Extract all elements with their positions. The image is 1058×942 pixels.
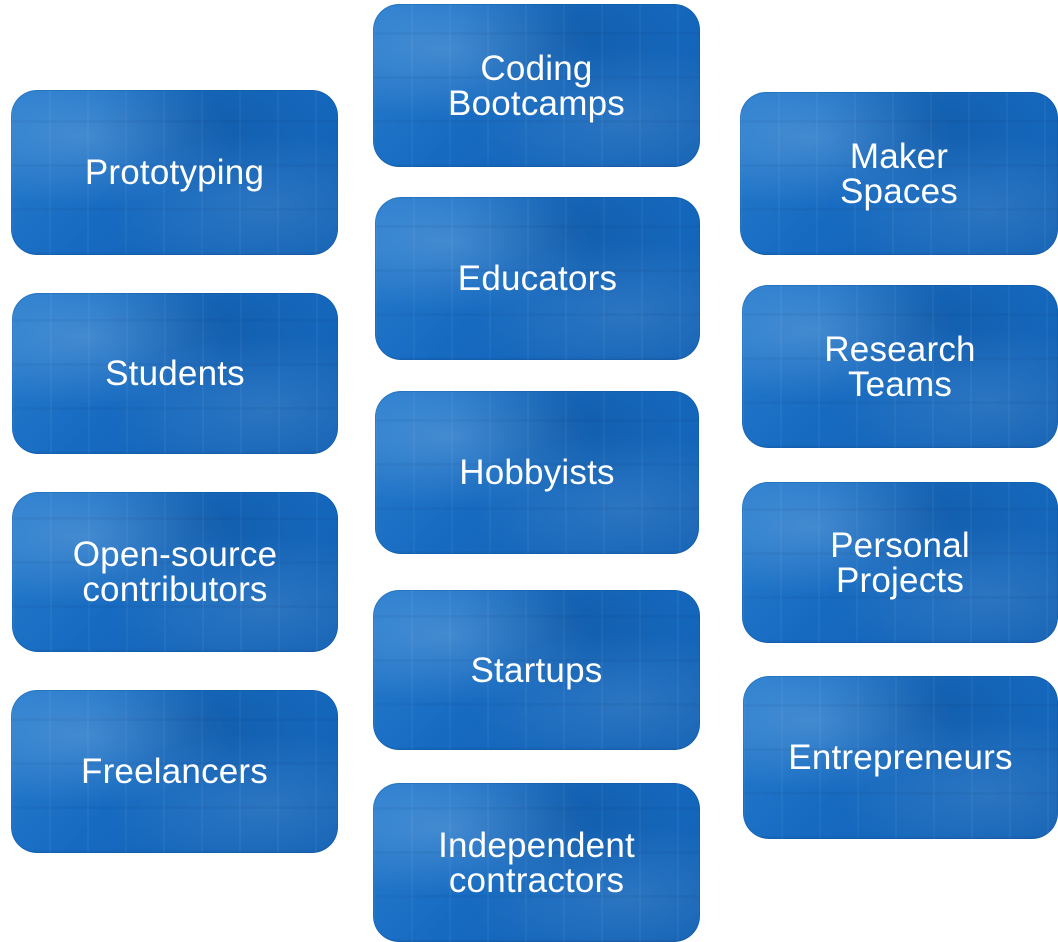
tile-label: Open-source contributors	[72, 535, 278, 609]
tile-label: Prototyping	[84, 153, 265, 192]
tile-independent-contractors[interactable]: Independent contractors	[373, 783, 700, 942]
tile-prototyping[interactable]: Prototyping	[11, 90, 338, 255]
tile-label: Educators	[457, 259, 618, 298]
tile-hobbyists[interactable]: Hobbyists	[375, 391, 699, 554]
tile-label: Students	[105, 354, 245, 393]
tile-label: Maker Spaces	[840, 136, 958, 211]
tile-personal-projects[interactable]: Personal Projects	[742, 482, 1058, 643]
tile-label: Freelancers	[81, 752, 268, 791]
tile-students[interactable]: Students	[12, 293, 338, 454]
tile-label: Entrepreneurs	[788, 738, 1013, 777]
tile-label: Hobbyists	[459, 453, 615, 492]
tile-label: Personal Projects	[830, 525, 970, 600]
tile-label: Startups	[470, 650, 603, 690]
tile-maker-spaces[interactable]: Maker Spaces	[740, 92, 1058, 255]
tile-open-source-contributors[interactable]: Open-source contributors	[12, 492, 338, 652]
tile-label: Independent contractors	[438, 825, 635, 900]
tile-label: Coding Bootcamps	[448, 48, 625, 123]
tile-freelancers[interactable]: Freelancers	[11, 690, 338, 853]
tile-research-teams[interactable]: Research Teams	[742, 285, 1058, 448]
tile-coding-bootcamps[interactable]: Coding Bootcamps	[373, 4, 700, 167]
tile-startups[interactable]: Startups	[373, 590, 700, 750]
tile-educators[interactable]: Educators	[375, 197, 700, 360]
tile-label: Research Teams	[824, 329, 976, 404]
tile-entrepreneurs[interactable]: Entrepreneurs	[743, 676, 1058, 839]
